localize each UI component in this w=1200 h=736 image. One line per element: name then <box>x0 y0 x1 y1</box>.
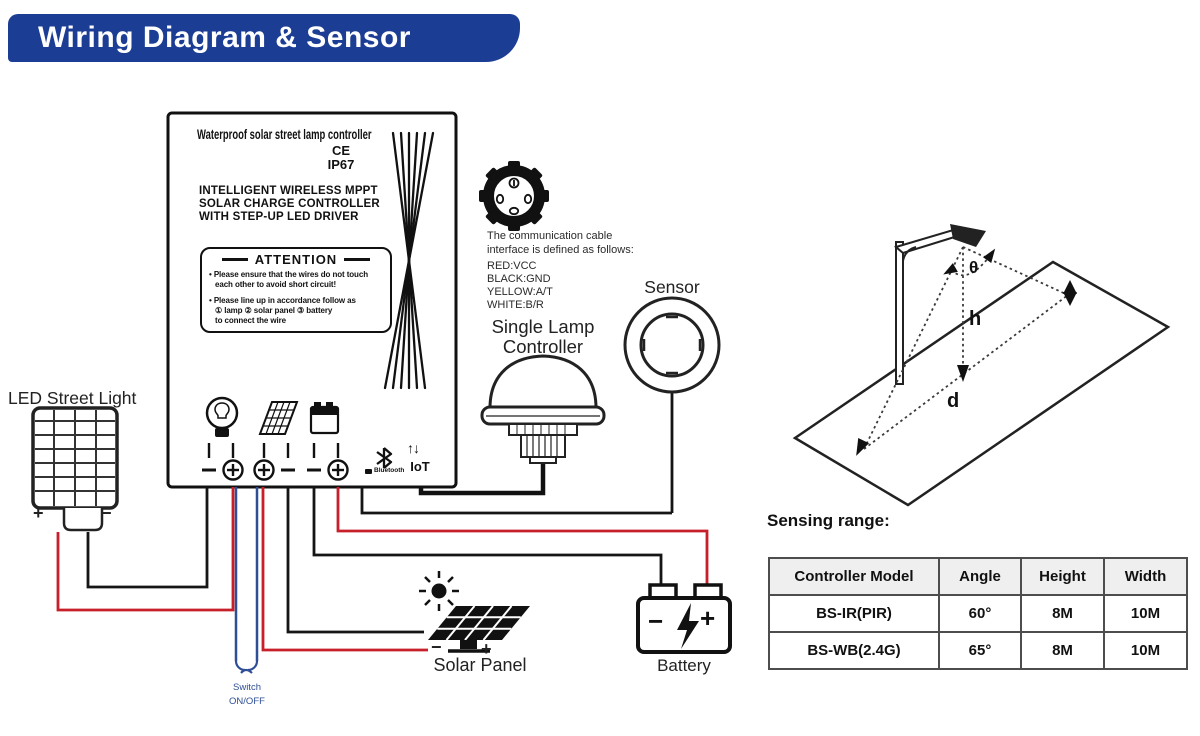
lamp-head <box>950 224 986 247</box>
height-label: h <box>969 308 982 330</box>
attention-title: ATTENTION <box>254 252 338 267</box>
col-header-width: Width <box>1103 557 1188 596</box>
single-lamp-controller-label-2: Controller <box>502 336 584 357</box>
wire-lamp-positive <box>56 487 235 612</box>
led-street-light-icon <box>31 406 119 532</box>
controller-subtitle-2: SOLAR CHARGE CONTROLLER <box>199 198 380 210</box>
solar-icon <box>258 401 299 435</box>
comm-pin-red: RED:VCC <box>487 260 537 272</box>
wire-battery-positive <box>336 487 709 588</box>
led-street-light-label: LED Street Light <box>8 388 137 408</box>
pole-arm <box>893 226 963 255</box>
cell-angle: 60° <box>938 594 1022 633</box>
switch-symbol-icon <box>234 660 259 674</box>
battery-label: Battery <box>657 656 711 675</box>
pole <box>895 241 904 385</box>
attention-header: ATTENTION <box>202 252 390 267</box>
iot-arrows-icon: ↑↓ <box>407 440 420 456</box>
cell-width: 10M <box>1103 631 1188 670</box>
controller-box-outline <box>166 111 458 489</box>
twist-ribbon-icon <box>383 131 435 390</box>
solar-panel-icon <box>419 571 530 653</box>
wire-solar-positive <box>261 487 428 652</box>
attention-bullet2-line2: ① lamp ② solar panel ③ battery <box>215 306 333 315</box>
terminal-plus-icon <box>327 459 349 481</box>
terminal-row <box>202 443 349 481</box>
ce-mark: CE <box>331 143 351 158</box>
table-header-row: Controller Model Angle Height Width <box>768 557 1188 596</box>
cell-height: 8M <box>1020 631 1105 670</box>
switch-label-1: Switch <box>233 682 261 693</box>
cell-width: 10M <box>1103 594 1188 633</box>
attention-bullet1-line2: each other to avoid short circuit! <box>215 280 337 289</box>
terminal-plus-icon <box>253 459 275 481</box>
sensor-icon <box>623 296 721 394</box>
comm-cable-line2: interface is defined as follows: <box>487 244 634 256</box>
attention-bullet1-line1: • Please ensure that the wires do not to… <box>209 270 368 279</box>
col-header-angle: Angle <box>938 557 1022 596</box>
battery-minus: − <box>648 606 664 636</box>
battery-icon <box>636 583 732 654</box>
attention-box: ATTENTION • Please ensure that the wires… <box>200 247 392 333</box>
switch-label-2: ON/OFF <box>229 696 265 707</box>
sensing-range-title: Sensing range: <box>767 511 890 530</box>
street-light-plus: + <box>33 503 44 523</box>
cell-model: BS-IR(PIR) <box>768 594 940 633</box>
wire-lamp-negative <box>86 487 209 589</box>
wire-battery-negative <box>312 487 663 588</box>
comm-pin-black: BLACK:GND <box>487 273 551 285</box>
controller-subtitle-1: INTELLIGENT WIRELESS MPPT <box>199 185 378 197</box>
street-light-minus: − <box>101 503 112 523</box>
controller-subtitle-3: WITH STEP-UP LED DRIVER <box>199 211 359 223</box>
iot-label: IoT <box>410 459 430 474</box>
terminal-plus-icon <box>222 459 244 481</box>
col-header-height: Height <box>1020 557 1105 596</box>
sensing-3d-diagram <box>792 224 1171 507</box>
lightning-bolt-icon <box>677 603 699 649</box>
attention-bullet2-line3: to connect the wire <box>215 316 286 325</box>
wire-sensor-comm <box>360 487 672 515</box>
page-title-banner: Wiring Diagram & Sensor <box>8 14 520 62</box>
bluetooth-icon <box>376 447 393 469</box>
cone-arrows <box>856 248 1077 456</box>
table-row: BS-WB(2.4G) 65° 8M 10M <box>768 631 1188 670</box>
controller-title: Waterproof solar street lamp controller <box>197 127 372 142</box>
right-angle-arc <box>902 246 917 262</box>
rule-right <box>344 258 371 261</box>
bluetooth-label: Bluetooth <box>374 467 405 474</box>
attention-bullet2-line1: • Please line up in accordance follow as <box>209 296 356 305</box>
distance-label: d <box>947 390 960 412</box>
battery-plus: + <box>700 603 716 633</box>
single-lamp-controller-label-1: Single Lamp <box>491 316 595 337</box>
solar-panel-label: Solar Panel <box>433 655 527 675</box>
solar-panel-minus: − <box>431 637 442 657</box>
single-lamp-controller-icon <box>480 354 606 464</box>
ip67-mark: IP67 <box>327 157 355 172</box>
theta-label: θ <box>969 258 979 277</box>
lamp-icon <box>205 396 239 437</box>
battery-terminal-icon <box>309 402 340 435</box>
cell-model: BS-WB(2.4G) <box>768 631 940 670</box>
table-row: BS-IR(PIR) 60° 8M 10M <box>768 594 1188 633</box>
connector-gear-icon <box>479 161 549 231</box>
cell-height: 8M <box>1020 594 1105 633</box>
comm-pin-white: WHITE:B/R <box>487 299 544 311</box>
sun-icon <box>419 571 459 611</box>
col-header-controller-model: Controller Model <box>768 557 940 596</box>
bluetooth-logo-icon <box>365 469 372 474</box>
wiring <box>56 392 709 674</box>
cell-angle: 65° <box>938 631 1022 670</box>
sensing-range-table: Controller Model Angle Height Width BS-I… <box>768 557 1188 670</box>
page-title: Wiring Diagram & Sensor <box>38 21 411 54</box>
comm-pin-yellow: YELLOW:A/T <box>487 286 553 298</box>
ground-plane <box>792 260 1171 507</box>
wire-solar-negative <box>286 487 424 634</box>
rule-left <box>221 258 248 261</box>
sensor-label: Sensor <box>644 277 700 297</box>
wire-single-lamp-controller <box>418 461 546 496</box>
solar-panel-plus: + <box>481 639 492 659</box>
comm-cable-line1: The communication cable <box>487 230 613 242</box>
